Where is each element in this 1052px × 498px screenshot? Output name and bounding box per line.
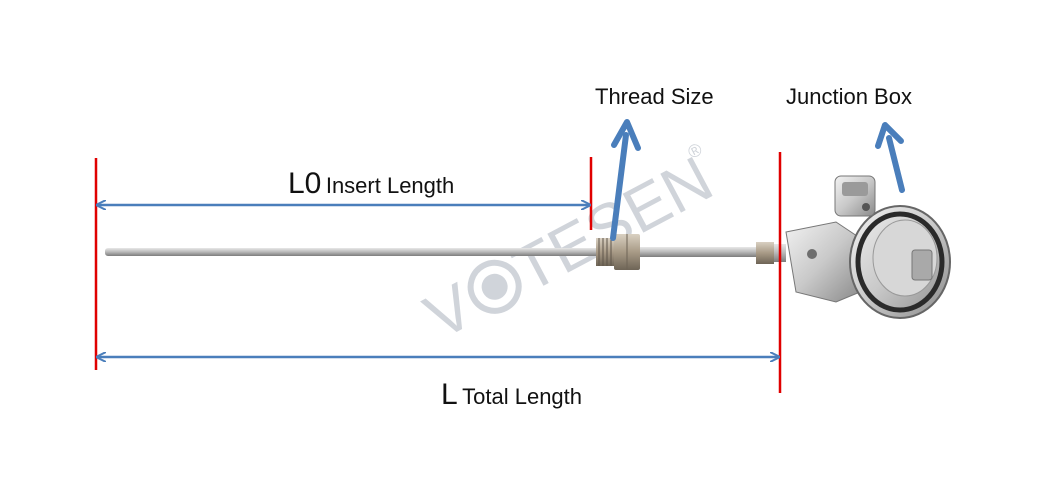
total-length-symbol: L: [441, 378, 458, 411]
watermark: V TESEN ®: [413, 139, 723, 353]
insert-length-label: L0 Insert Length: [288, 167, 454, 201]
watermark-text-left: V: [413, 269, 485, 353]
thread-fitting: [596, 238, 614, 266]
total-length-text: Total Length: [462, 384, 583, 409]
probe-rod: [105, 248, 600, 256]
junction-box-label: Junction Box: [786, 84, 912, 109]
probe-rod-outer: [640, 247, 760, 257]
thread-size-label: Thread Size: [595, 84, 714, 109]
insert-length-text: Insert Length: [325, 173, 455, 198]
up-arrow-icon: [875, 122, 905, 193]
insert-length-symbol: L0: [288, 167, 322, 200]
globe-icon: [467, 259, 522, 314]
up-arrow-icon: [610, 119, 641, 241]
thermocouple-probe: [105, 175, 951, 319]
thread-grooves: [598, 238, 612, 266]
junction-box-head: [785, 175, 951, 319]
head-connector: [756, 242, 774, 264]
total-length-label: L Total Length: [441, 378, 582, 412]
